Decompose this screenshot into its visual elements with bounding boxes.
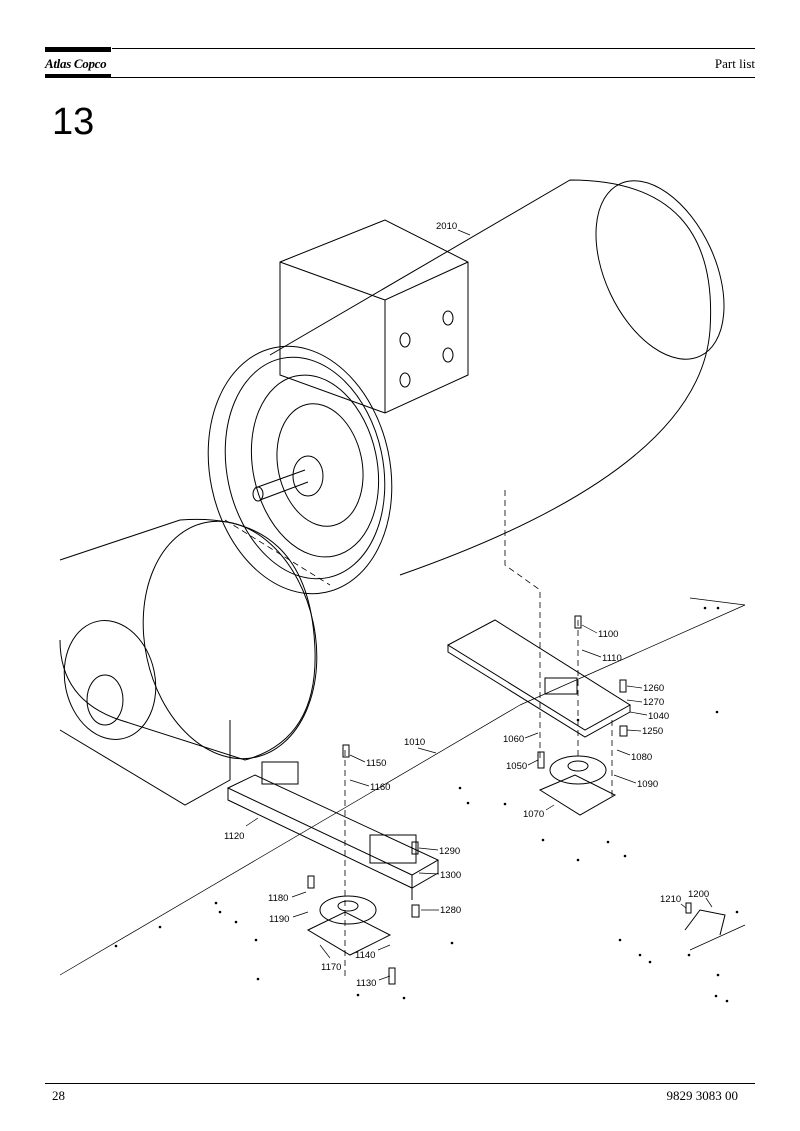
- floor-line: [689, 924, 746, 951]
- floor-line: [519, 604, 746, 706]
- callout-1090: 1090: [613, 774, 658, 790]
- callout-1170: 1170: [319, 944, 341, 973]
- callout-1210: 1210: [660, 894, 687, 909]
- brand-logo-bar-bottom: [45, 74, 111, 78]
- callout-label: 1160: [370, 782, 390, 793]
- callout-label: 1190: [269, 914, 289, 925]
- document-number: 9829 3083 00: [666, 1088, 739, 1103]
- callout-label: 1010: [404, 737, 425, 748]
- callout-1200: 1200: [688, 889, 713, 908]
- callout-label: 1200: [688, 889, 709, 900]
- callout-1140: 1140: [355, 944, 391, 961]
- callout-1180: 1180: [268, 891, 307, 904]
- page-number: 28: [52, 1088, 65, 1103]
- callout-1120: 1120: [224, 817, 259, 842]
- support-rail-1120: [226, 761, 440, 900]
- callout-label: 1300: [440, 870, 461, 881]
- coupling-housing: [59, 518, 318, 806]
- bolts: [307, 615, 692, 985]
- callout-1100: 1100: [581, 624, 618, 640]
- callout-1010: 1010: [404, 737, 437, 754]
- floor-line: [59, 704, 521, 976]
- callout-label: 1170: [321, 962, 341, 973]
- callout-label: 1130: [356, 978, 376, 989]
- callout-label: 1110: [602, 653, 622, 664]
- callout-1130: 1130: [356, 975, 391, 989]
- callout-label: 1290: [439, 846, 460, 857]
- callout-1070: 1070: [523, 804, 555, 820]
- callout-label: 1070: [523, 809, 544, 820]
- callout-label: 1040: [648, 711, 669, 722]
- callout-label: 1080: [631, 752, 652, 763]
- support-rail-1040: [446, 619, 631, 738]
- section-number: 13: [52, 101, 95, 143]
- callout-label: 2010: [436, 221, 457, 232]
- callout-1290: 1290: [418, 846, 460, 857]
- callout-label: 1100: [598, 629, 618, 640]
- callout-1060: 1060: [503, 732, 539, 745]
- callout-1040: 1040: [629, 711, 669, 722]
- callout-label: 1250: [642, 726, 663, 737]
- callout-1270: 1270: [626, 697, 664, 708]
- callout-1050: 1050: [506, 759, 539, 772]
- callout-1110: 1110: [581, 649, 622, 664]
- callout-label: 1210: [660, 894, 681, 905]
- callout-label: 1260: [643, 683, 664, 694]
- callout-1080: 1080: [616, 749, 652, 763]
- callout-label: 1140: [355, 950, 375, 961]
- callout-label: 1060: [503, 734, 524, 745]
- callout-1190: 1190: [269, 911, 309, 925]
- header-rule-top: [112, 48, 755, 49]
- callout-1260: 1260: [626, 683, 664, 694]
- floor-holes: [114, 606, 739, 1003]
- vibration-mount-1070: [538, 755, 617, 816]
- floor-line: [689, 597, 746, 606]
- vibration-mount-1170: [306, 895, 392, 956]
- callout-1280: 1280: [421, 905, 461, 916]
- callout-1250: 1250: [626, 726, 663, 737]
- callout-label: 1270: [643, 697, 664, 708]
- callout-label: 1050: [506, 761, 527, 772]
- brand-logo: Atlas Copco: [45, 56, 107, 71]
- header-rule-bottom: [45, 77, 755, 78]
- callout-2010: 2010: [436, 221, 471, 236]
- callout-label: 1090: [637, 779, 658, 790]
- callout-1300: 1300: [418, 870, 461, 881]
- callout-label: 1280: [440, 905, 461, 916]
- callout-1160: 1160: [349, 779, 390, 793]
- callout-label: 1150: [366, 758, 386, 769]
- callout-label: 1180: [268, 893, 288, 904]
- doc-type-label: Part list: [714, 56, 755, 71]
- footer-rule: [45, 1083, 755, 1084]
- callout-1150: 1150: [349, 754, 386, 769]
- generator-2010: [207, 179, 725, 595]
- brand-logo-bar-top: [45, 47, 111, 52]
- bracket-1200: [684, 909, 726, 936]
- callout-label: 1120: [224, 831, 244, 842]
